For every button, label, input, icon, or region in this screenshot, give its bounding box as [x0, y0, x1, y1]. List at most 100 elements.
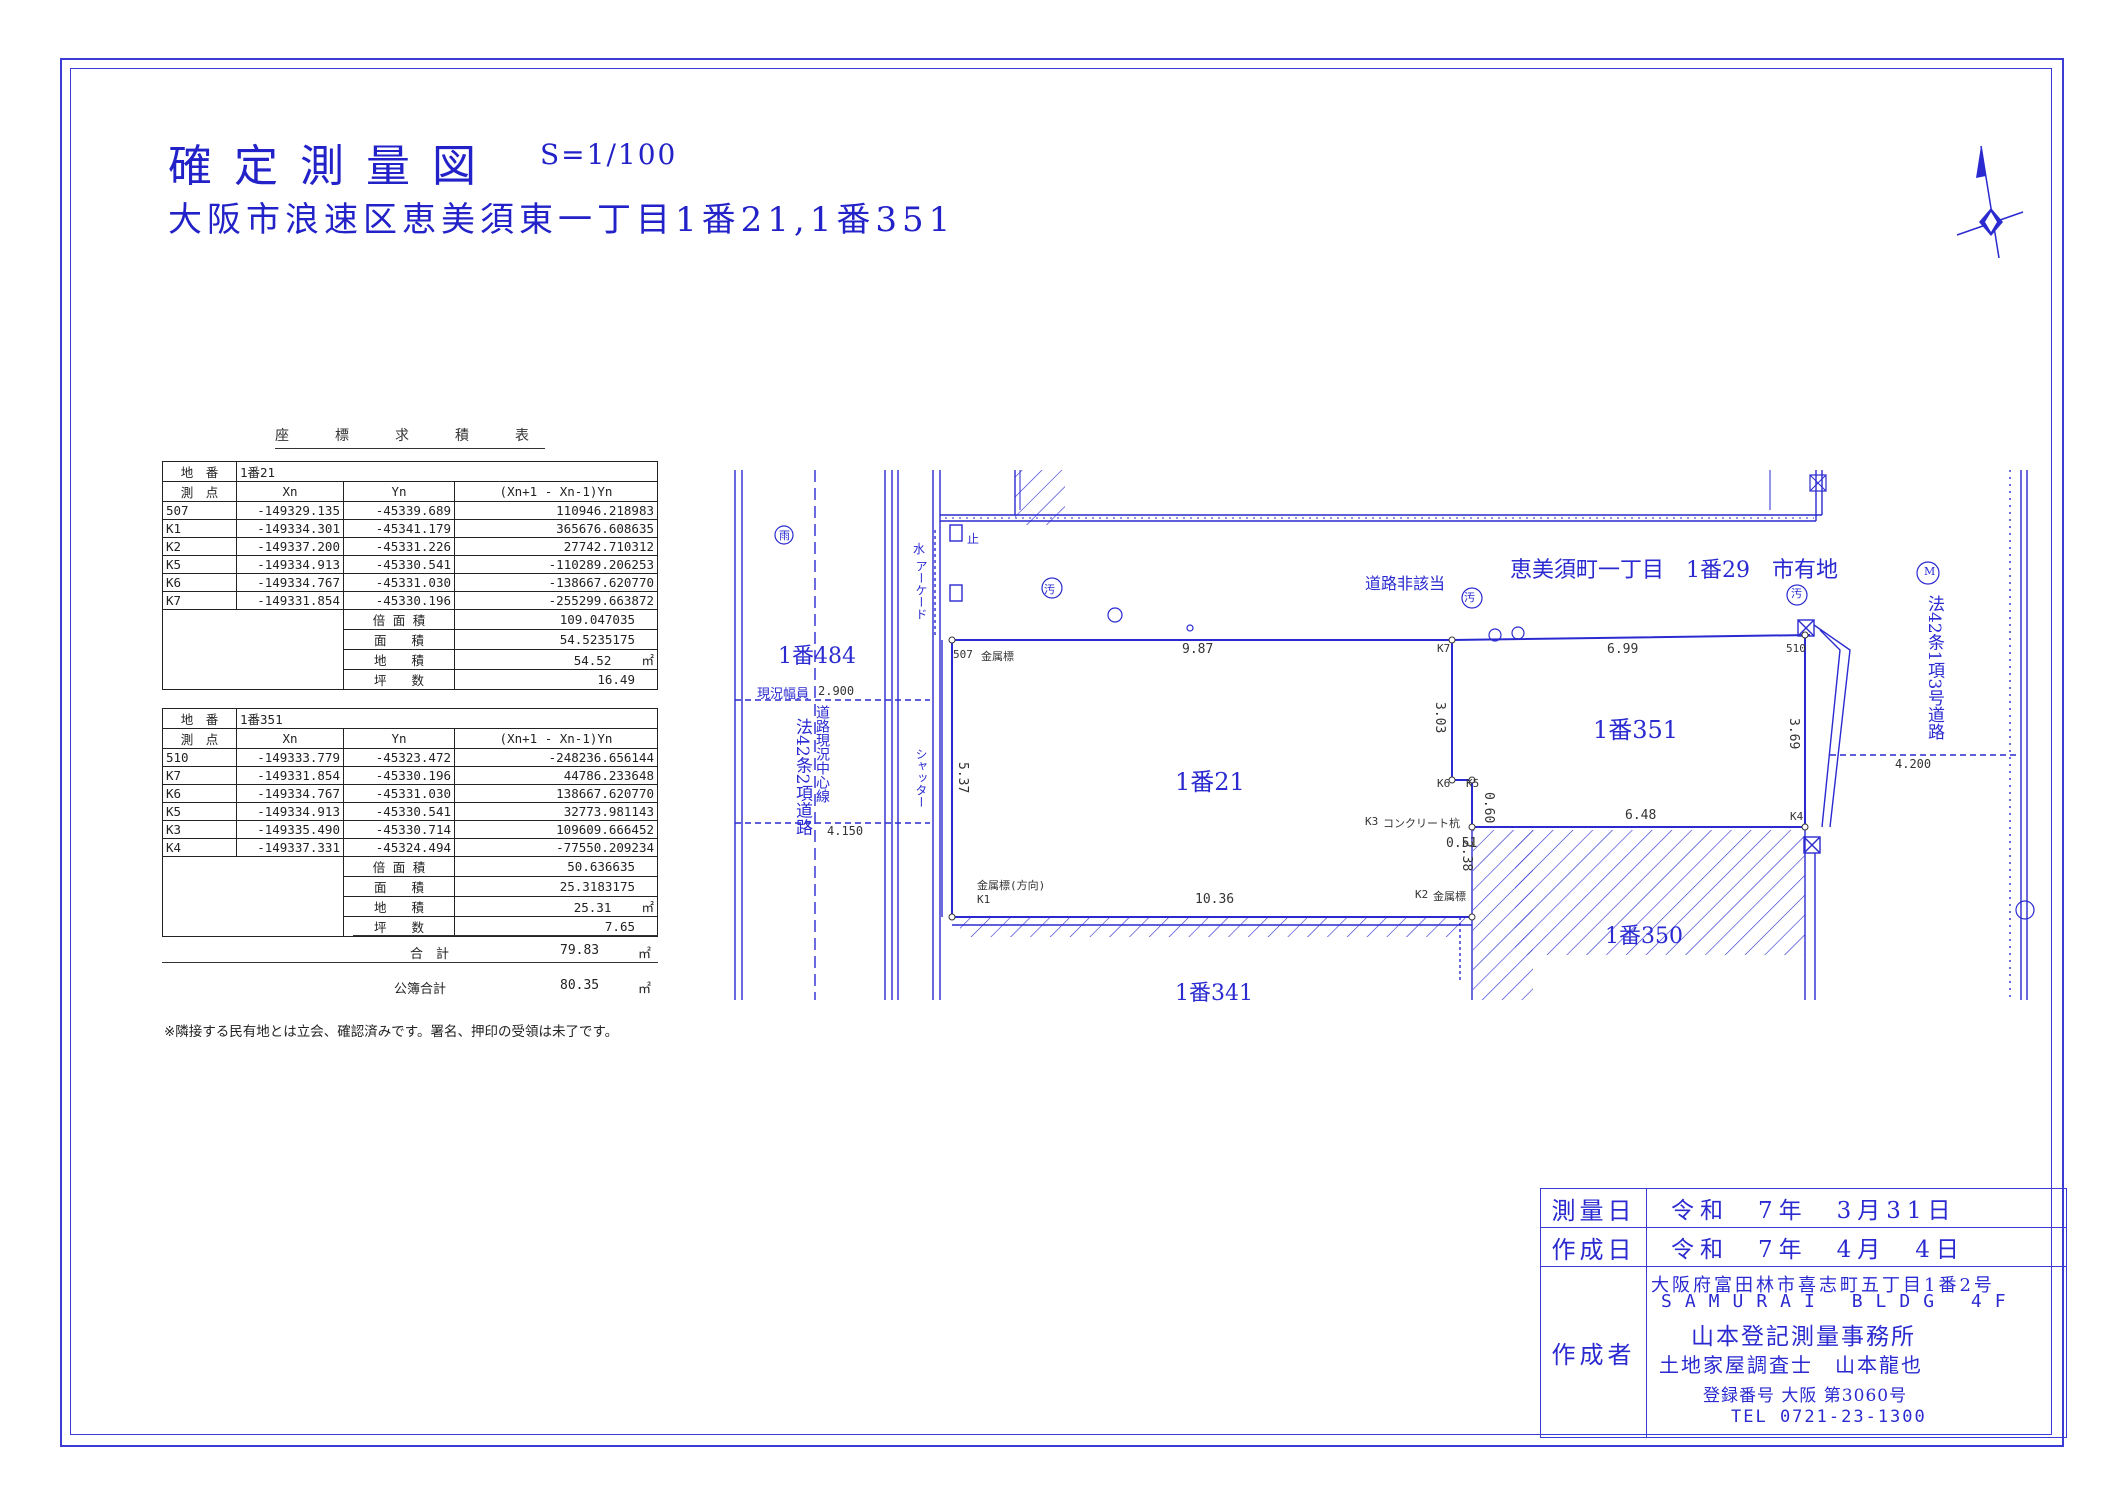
- xn-header: Xn: [236, 481, 344, 502]
- summary-row: 倍 面 積 50.636635: [162, 856, 658, 937]
- stop-valve-label: 止: [967, 532, 980, 546]
- drawing-scale: S=1/100: [540, 138, 678, 171]
- table-row: K7-149331.854-45330.196-255299.663872: [162, 591, 658, 610]
- coord-table-2: 地 番 1番351 測 点 Xn Yn (Xn+1 - Xn-1)Yn 510-…: [162, 708, 658, 937]
- consent-note: ※隣接する民有地とは立会、確認済みです。署名、押印の受領は未了です。: [164, 1024, 619, 1040]
- road-center-label: 道路現況中心線: [814, 705, 830, 803]
- lot-sub-label: 1番351: [1593, 716, 1679, 744]
- dim-w-bottom: 10.36: [1195, 892, 1235, 907]
- creator-bldg: SAMURAI BLDG 4F: [1661, 1291, 2019, 1312]
- formula-header: (Xn+1 - Xn-1)Yn: [454, 481, 658, 502]
- sewage-label: 汚: [1044, 583, 1055, 596]
- creator-office: 山本登記測量事務所: [1691, 1324, 1916, 1350]
- point-K3: K3: [1365, 815, 1379, 828]
- dim-left: 5.37: [955, 762, 970, 794]
- sewage-label: 汚: [1791, 587, 1802, 600]
- road-west-label: 法42条2項道路: [792, 718, 812, 836]
- survey-date: 令和 7年 3月31日: [1671, 1198, 1957, 1224]
- yn-header: Yn: [343, 481, 455, 502]
- point-K6: K6: [1437, 777, 1451, 790]
- dim-4200: 4.200: [1895, 757, 1932, 771]
- lot-southeast-label: 1番350: [1605, 924, 1683, 949]
- marker-K3: コンクリート杭: [1383, 817, 1460, 830]
- lot-west-label: 1番484: [778, 644, 856, 669]
- drawing-title: 確定測量図: [168, 141, 498, 192]
- creator-label: 作成者: [1541, 1267, 1647, 1437]
- sewage-label: 汚: [1464, 591, 1475, 604]
- point-K4: K4: [1790, 810, 1804, 823]
- dim-w-top: 9.87: [1182, 642, 1214, 657]
- table-caption: 座 標 求 積 表: [275, 425, 545, 449]
- table-row: K4-149337.331-45324.494-77550.209234: [162, 838, 658, 857]
- summary-row: 地 積 25.31 ㎡: [163, 896, 658, 917]
- creator-registration: 登録番号 大阪 第3060号: [1703, 1386, 1908, 1406]
- yn-header: Yn: [343, 728, 455, 749]
- sokuten-label: 測 点: [162, 728, 237, 749]
- property-address: 大阪市浪速区恵美須東一丁目1番21,1番351: [168, 200, 956, 240]
- creator-title: 土地家屋調査士 山本龍也: [1659, 1353, 1923, 1377]
- sum-value: 79.83: [560, 943, 600, 958]
- table-row: 510-149333.779-45323.472-248236.656144: [162, 748, 658, 767]
- north-arrow-icon: [1956, 145, 2024, 259]
- xn-header: Xn: [236, 728, 344, 749]
- sum-unit: ㎡: [638, 947, 652, 962]
- point-507: 507: [953, 648, 973, 661]
- point-K7: K7: [1437, 642, 1451, 655]
- chiban-value: 1番351: [236, 708, 658, 729]
- site-plan: [734, 470, 2035, 1000]
- chiban-label: 地 番: [162, 461, 237, 482]
- summary-row: 坪 数 7.65: [163, 916, 658, 937]
- point-K2: K2: [1415, 888, 1429, 901]
- dim-060: 0.60: [1481, 792, 1496, 824]
- public-label: 公簿合計: [394, 982, 447, 997]
- water-label: 水: [913, 542, 926, 556]
- point-510: 510: [1786, 642, 1806, 655]
- table-row: K6-149334.767-45331.030-138667.620770: [162, 573, 658, 592]
- info-box: 測量日 令和 7年 3月31日 作成日 令和 7年 4月 4日 作成者 大阪府富…: [1540, 1188, 2067, 1438]
- creator-tel: TEL 0721-23-1300: [1731, 1407, 1927, 1427]
- dim-2900: 2.900: [818, 684, 855, 698]
- road-east-label: 法42条1項3号道路: [1924, 595, 1944, 741]
- marker-K1: 金属標(方向): [977, 879, 1046, 892]
- point-K1: K1: [977, 893, 991, 906]
- chiban-label: 地 番: [162, 708, 237, 729]
- dim-k7-k6: 3.03: [1432, 702, 1447, 734]
- dim-k5-k3: 0.51: [1446, 836, 1478, 851]
- totals-upper-rule: [353, 935, 658, 936]
- dim-right: 3.69: [1786, 718, 1801, 750]
- point-K5: K5: [1466, 777, 1480, 790]
- sokuten-label: 測 点: [162, 481, 237, 502]
- created-date: 令和 7年 4月 4日: [1671, 1237, 1965, 1263]
- current-width-label: 現況幅員: [757, 687, 810, 702]
- rain-label: 雨: [779, 529, 790, 542]
- public-unit: ㎡: [638, 982, 652, 997]
- table-row: K5-149334.913-45330.541-110289.206253: [162, 555, 658, 574]
- dim-e-top: 6.99: [1607, 642, 1639, 657]
- public-value: 80.35: [560, 978, 600, 993]
- inner-frame: [70, 68, 2052, 1435]
- shutter-label: シャッター: [914, 748, 928, 808]
- totals-rule: [162, 962, 658, 963]
- chiban-value: 1番21: [236, 461, 658, 482]
- summary-row: 倍 面 積 109.047035: [162, 609, 658, 690]
- summary-row: 坪 数 16.49: [163, 669, 658, 690]
- coord-table-1: 地 番 1番21 測 点 Xn Yn (Xn+1 - Xn-1)Yn 507-1…: [162, 461, 658, 690]
- marker-K2: 金属標: [1433, 890, 1466, 903]
- lot-south-label: 1番341: [1175, 981, 1253, 1006]
- dim-238: 2.38: [1459, 840, 1474, 872]
- arcade-label: アーケード: [914, 560, 928, 620]
- sum-label: 合 計: [410, 947, 450, 962]
- survey-date-label: 測量日: [1541, 1189, 1647, 1227]
- road-not-applicable-label: 道路非該当: [1365, 574, 1446, 593]
- lot-main-label: 1番21: [1175, 768, 1245, 796]
- north-neighbor-label: 恵美須町一丁目 1番29 市有地: [1510, 558, 1838, 583]
- created-date-label: 作成日: [1541, 1228, 1647, 1266]
- outer-frame: [60, 58, 2064, 1447]
- summary-row: 面 積 25.3183175: [163, 876, 658, 897]
- meter-label: M: [1924, 565, 1936, 578]
- creator-address: 大阪府富田林市喜志町五丁目1番2号: [1651, 1275, 1995, 1296]
